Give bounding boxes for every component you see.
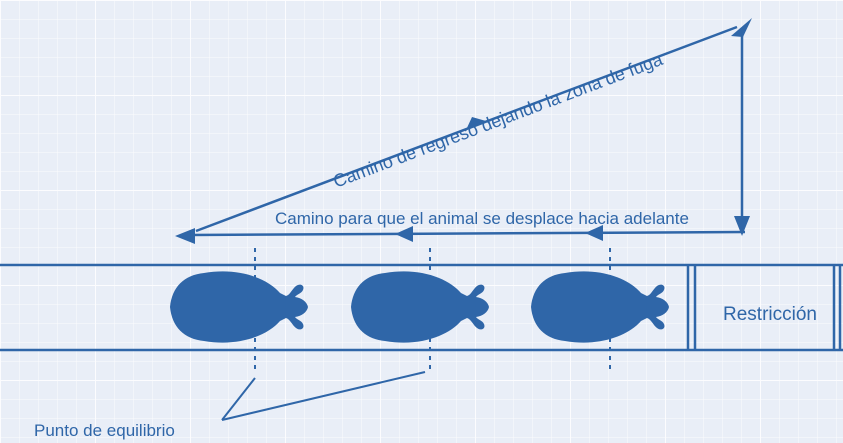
forward-path-arrow	[189, 230, 746, 237]
balance-point-pointers	[221, 371, 426, 421]
balance-point-lines	[254, 248, 611, 372]
animals	[170, 271, 669, 343]
forward-path-label: Camino para que el animal se desplace ha…	[275, 209, 689, 228]
balance-point-label: Punto de equilibrio	[34, 421, 175, 440]
chute	[0, 263, 843, 352]
restriction-label: Restricción	[723, 304, 817, 325]
arrowheads	[175, 18, 752, 244]
